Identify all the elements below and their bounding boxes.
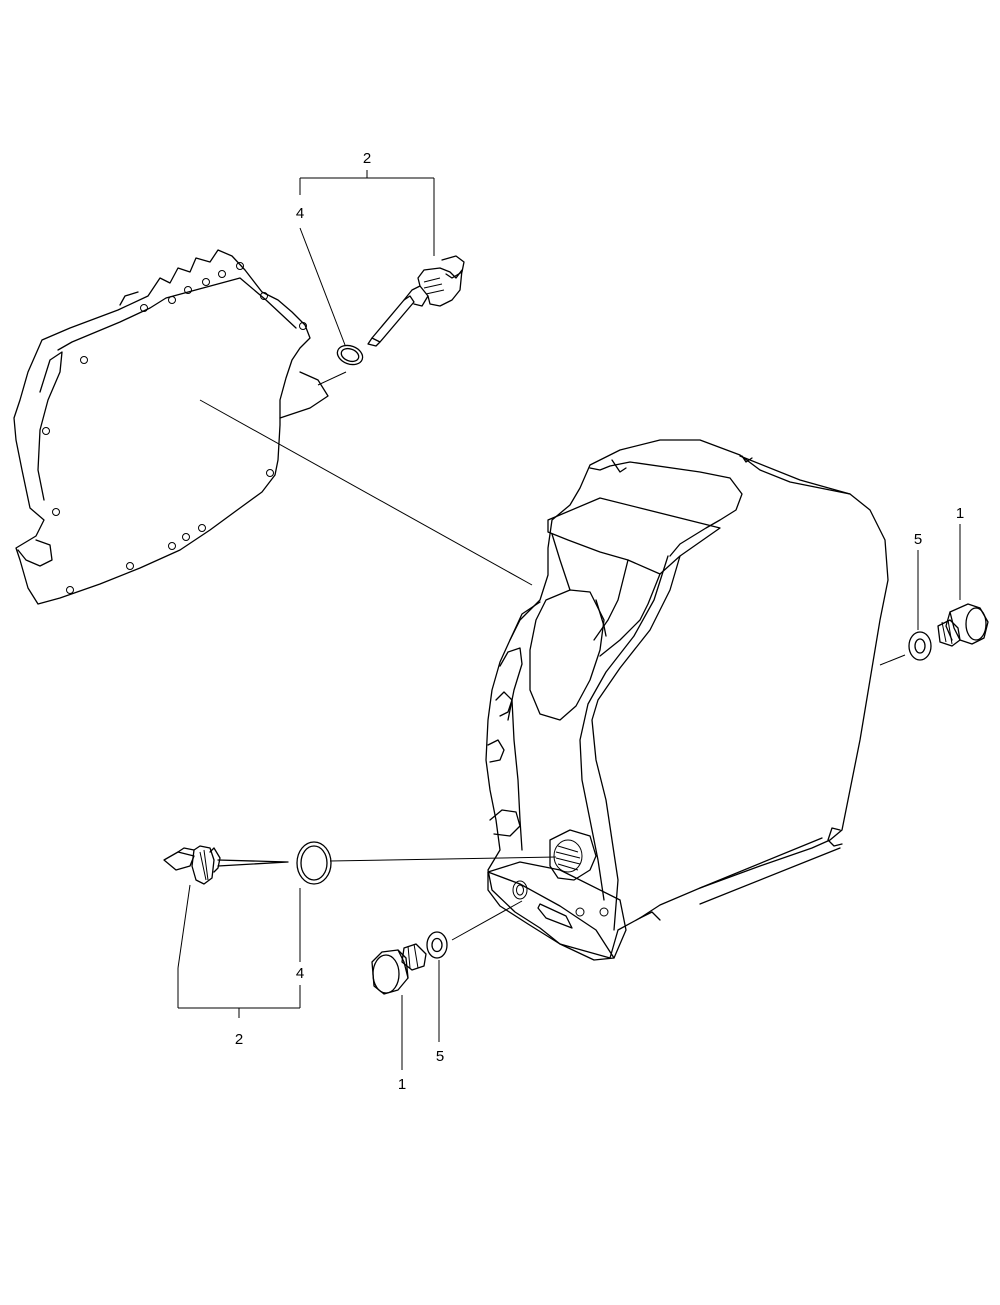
bolt-right [937,603,989,647]
o-ring-top [336,344,364,366]
callout-lines [177,170,961,1070]
gasket-cover [13,249,329,605]
dipstick-bottom [163,845,289,885]
dipstick-top [367,255,465,347]
callout-5-bottom: 5 [436,1048,444,1065]
callout-2-bottom-left: 2 [235,1031,243,1048]
callout-5-right: 5 [914,531,922,548]
washer-bottom [426,931,448,959]
callout-4-bottom-left: 4 [296,965,304,982]
transmission-housing [485,439,889,961]
callout-1-bottom: 1 [398,1076,406,1093]
washer-right [908,631,932,661]
callout-2-top: 2 [363,150,371,167]
bolt-bottom [371,943,427,995]
o-ring-bottom [296,841,332,885]
callout-4-top: 4 [296,205,304,222]
callout-1-right: 1 [956,505,964,522]
leader-lines [199,371,906,941]
